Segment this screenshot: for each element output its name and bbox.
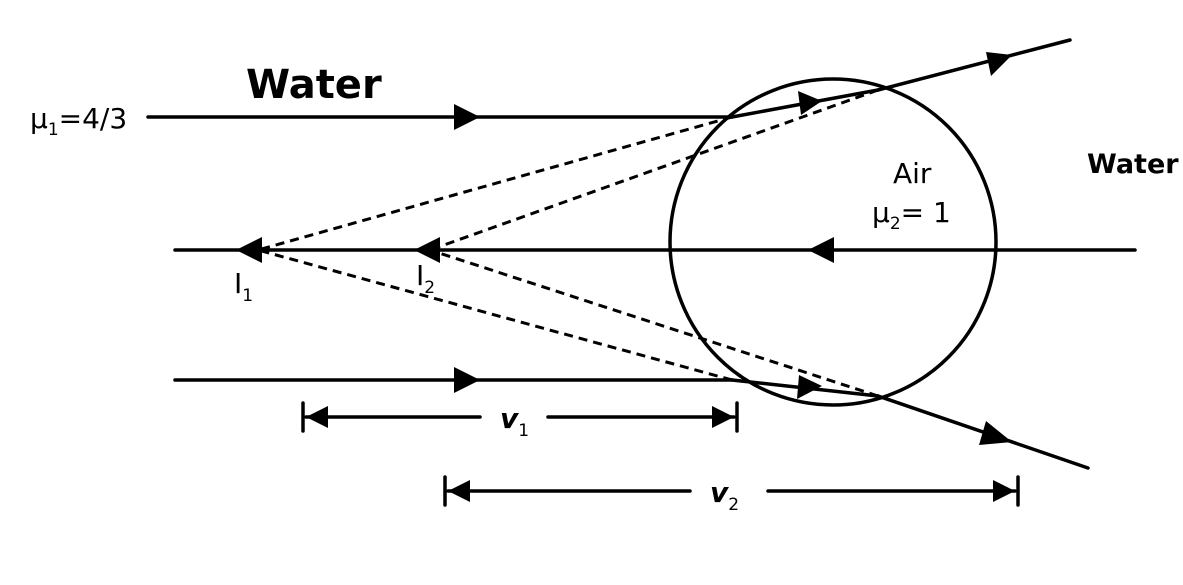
v1-label: v1 xyxy=(500,402,529,441)
image2-label: I2 xyxy=(416,259,435,298)
arrow-axis-center xyxy=(808,237,834,263)
v2-right-arrow xyxy=(993,480,1015,502)
air-bubble-circle xyxy=(668,77,998,407)
arrow-lower-emergent xyxy=(979,421,1012,445)
mu1-label: μ1=4/3 xyxy=(30,102,127,140)
upper-emergent-ray xyxy=(876,38,1072,92)
arrow-upper-inside xyxy=(798,91,822,115)
v1-right-arrow xyxy=(712,406,734,428)
water-right-label: Water xyxy=(1087,149,1179,180)
arrow-lower-inside xyxy=(797,375,822,399)
dashed-upper-to-image1 xyxy=(257,115,733,252)
arrow-axis-image1 xyxy=(236,237,262,263)
v1-left-arrow xyxy=(306,406,328,428)
arrow-upper-incident xyxy=(454,104,480,130)
arrow-upper-emergent xyxy=(986,52,1012,76)
mu2-label: μ2= 1 xyxy=(872,196,951,234)
water-left-label: Water xyxy=(246,62,382,108)
dashed-lower-to-image2 xyxy=(429,248,879,398)
v2-left-arrow xyxy=(448,480,470,502)
dashed-lower-to-image1 xyxy=(257,248,733,382)
arrow-lower-incident xyxy=(454,367,480,393)
dashed-upper-to-image2 xyxy=(429,88,879,252)
arrow-axis-image2 xyxy=(414,237,440,263)
v2-label: v2 xyxy=(710,476,739,515)
air-label: Air xyxy=(893,157,932,190)
image1-label: I1 xyxy=(234,267,253,306)
